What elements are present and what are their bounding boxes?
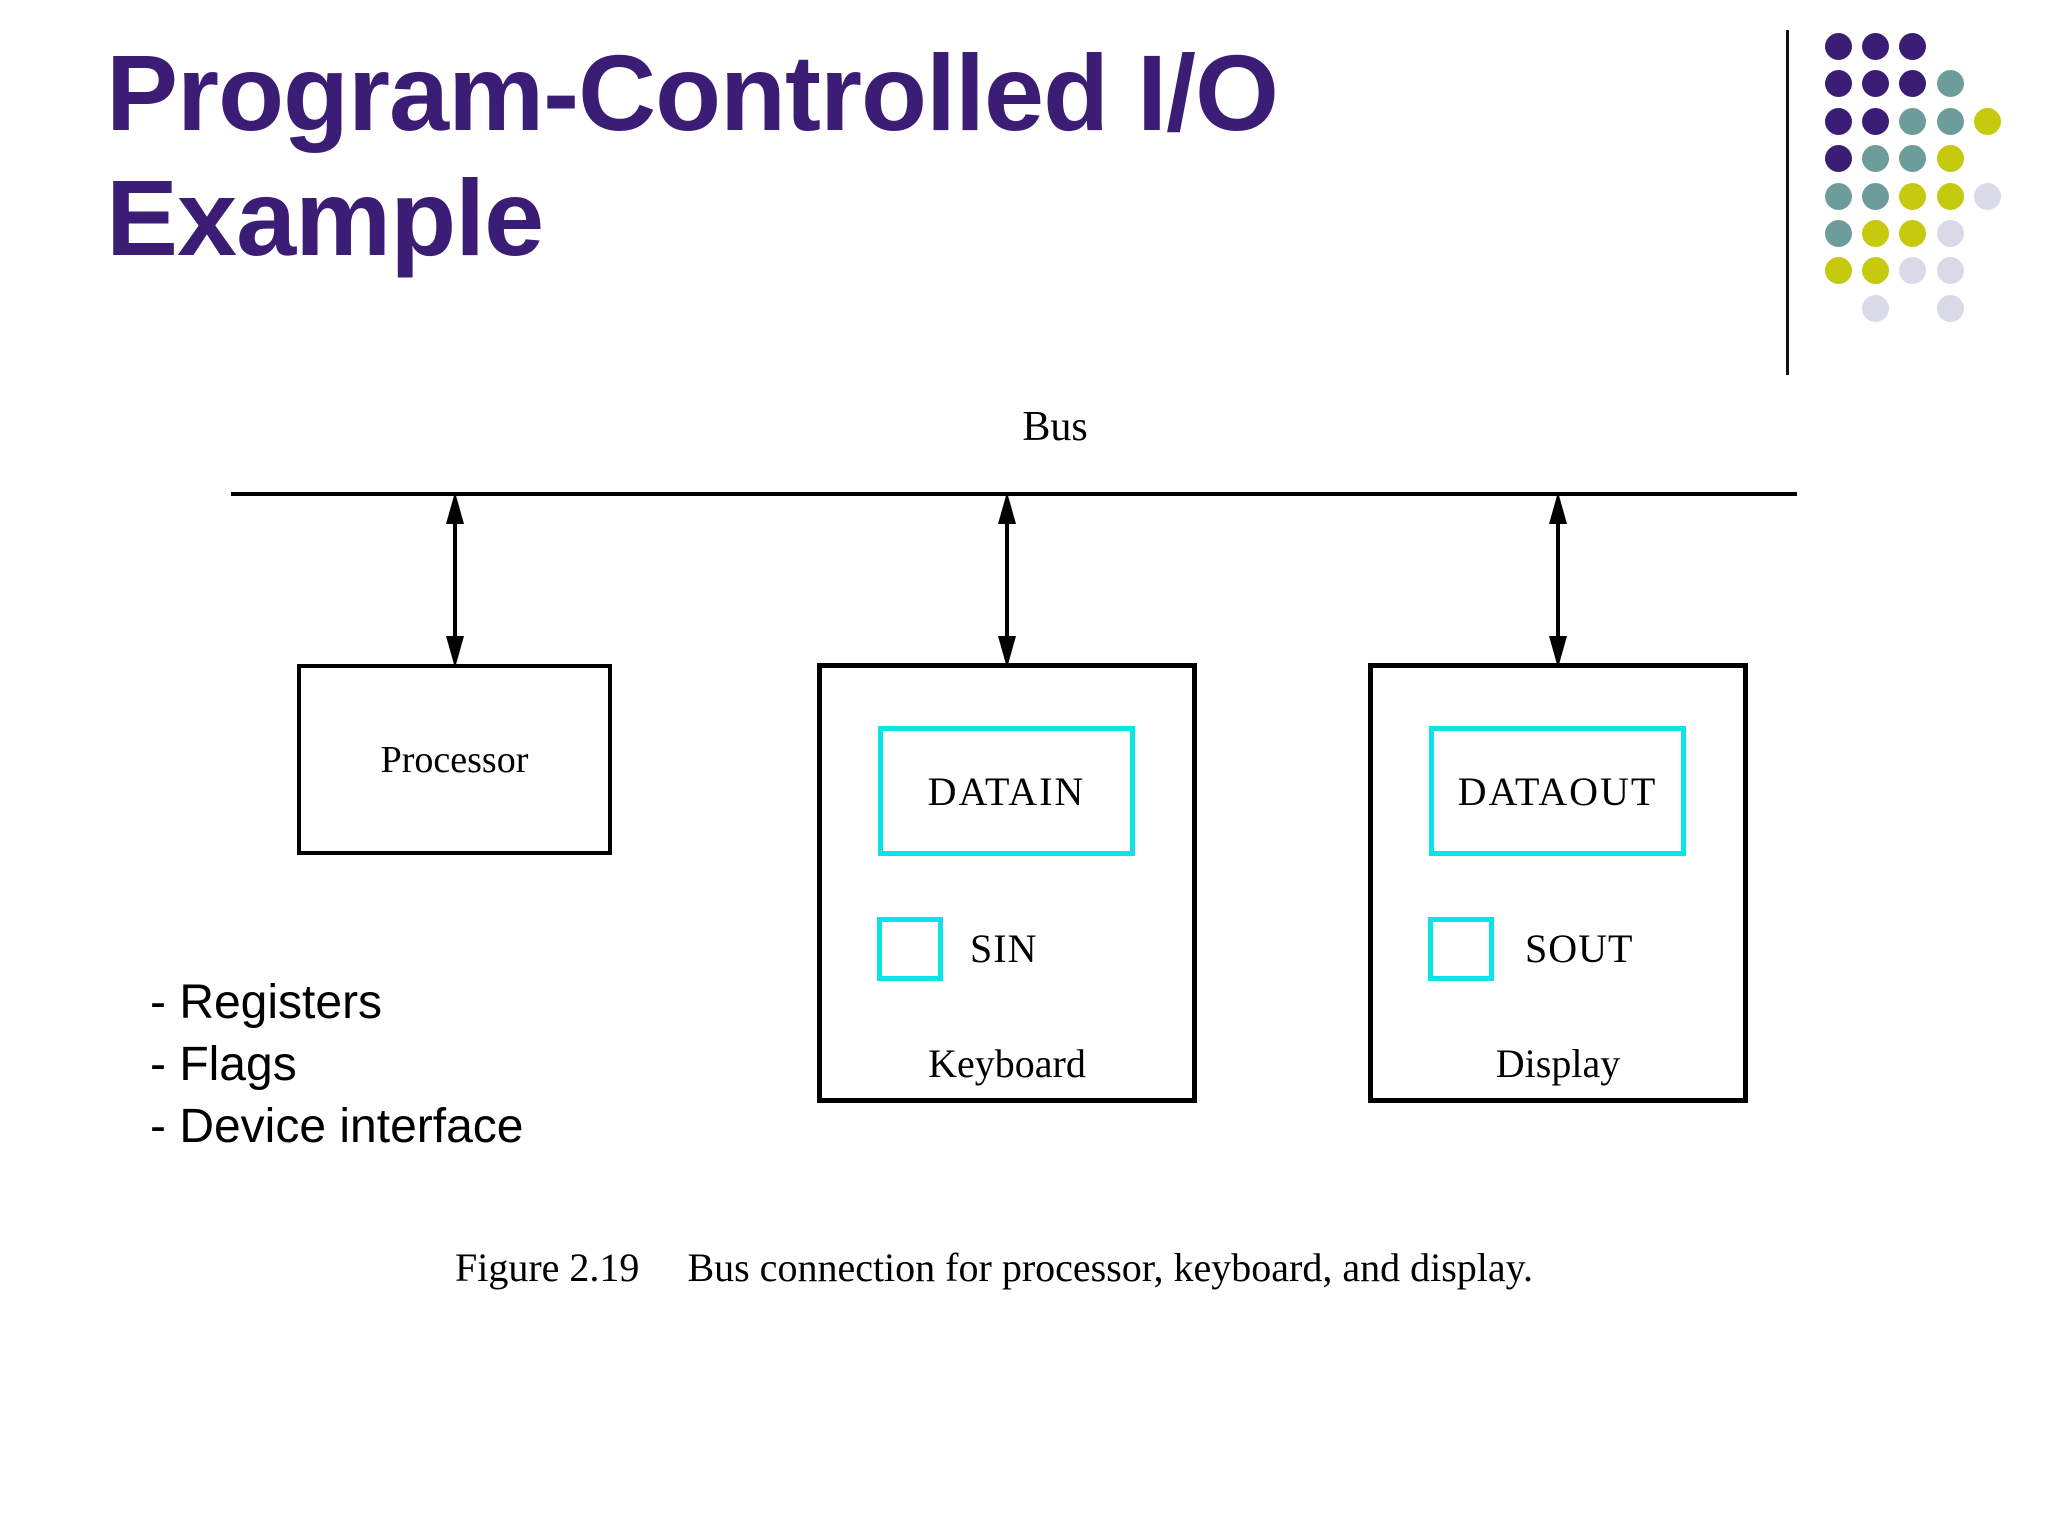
sout-label: SOUT [1525,926,1634,971]
display-bus-arrow-icon [1549,492,1567,668]
deco-dot [1899,145,1927,173]
datain-register-box: DATAIN [878,726,1135,856]
bus-line [231,492,1797,496]
deco-dot [1899,33,1927,60]
keyboard-bus-arrow-icon [998,492,1016,668]
sin-label: SIN [970,926,1038,971]
dot-grid [1825,33,2045,353]
deco-dot [1862,182,1890,210]
note-item: - Device interface [150,1100,524,1153]
deco-dot [1899,257,1927,285]
deco-dot [1899,70,1927,98]
deco-dot [1825,182,1852,210]
keyboard-label: Keyboard [928,1041,1086,1086]
slide-title: Program-Controlled I/O Example [106,32,1279,279]
note-item: - Flags [150,1038,297,1091]
bus-label: Bus [1022,404,1088,450]
sin-flag-box [877,917,943,981]
deco-dot [1862,145,1890,173]
processor-bus-arrow-icon [446,492,464,668]
deco-dot [1825,33,1852,60]
deco-dot [1862,220,1890,247]
deco-dot [1862,294,1890,322]
deco-dot [1936,107,1964,135]
processor-label: Processor [380,738,529,781]
deco-dot [1936,220,1964,247]
notes-list: - Registers - Flags - Device interface [150,972,523,1158]
deco-dot [1936,70,1964,98]
display-label: Display [1495,1041,1621,1086]
deco-dot [1936,145,1964,173]
deco-dot [1973,107,2001,135]
note-item: - Registers [150,976,383,1029]
dataout-register-box: DATAOUT [1429,726,1686,856]
deco-dot [1862,257,1890,285]
datain-label: DATAIN [927,768,1086,814]
deco-dot [1825,145,1852,173]
keyboard-box: DATAIN SIN Keyboard [817,663,1197,1103]
deco-dot [1899,182,1927,210]
deco-dot [1899,107,1927,135]
figure-caption-text: Bus connection for processor, keyboard, … [687,1245,1534,1290]
figure-caption-number: Figure 2.19 [455,1245,640,1290]
decorative-vertical-rule [1786,30,1789,375]
deco-dot [1936,257,1964,285]
display-box: DATAOUT SOUT Display [1368,663,1748,1103]
deco-dot [1825,257,1852,285]
sout-flag-box [1428,917,1494,981]
deco-dot [1899,220,1927,247]
deco-dot [1862,33,1890,60]
deco-dot [1862,107,1890,135]
deco-dot [1862,70,1890,98]
deco-dot [1973,182,2001,210]
deco-dot [1936,182,1964,210]
deco-dot [1825,220,1852,247]
figure-caption: Figure 2.19 Bus connection for processor,… [455,1244,1533,1291]
deco-dot [1936,294,1964,322]
dataout-label: DATAOUT [1457,768,1658,814]
processor-box: Processor [297,664,612,855]
deco-dot [1825,70,1852,98]
deco-dot [1825,107,1852,135]
